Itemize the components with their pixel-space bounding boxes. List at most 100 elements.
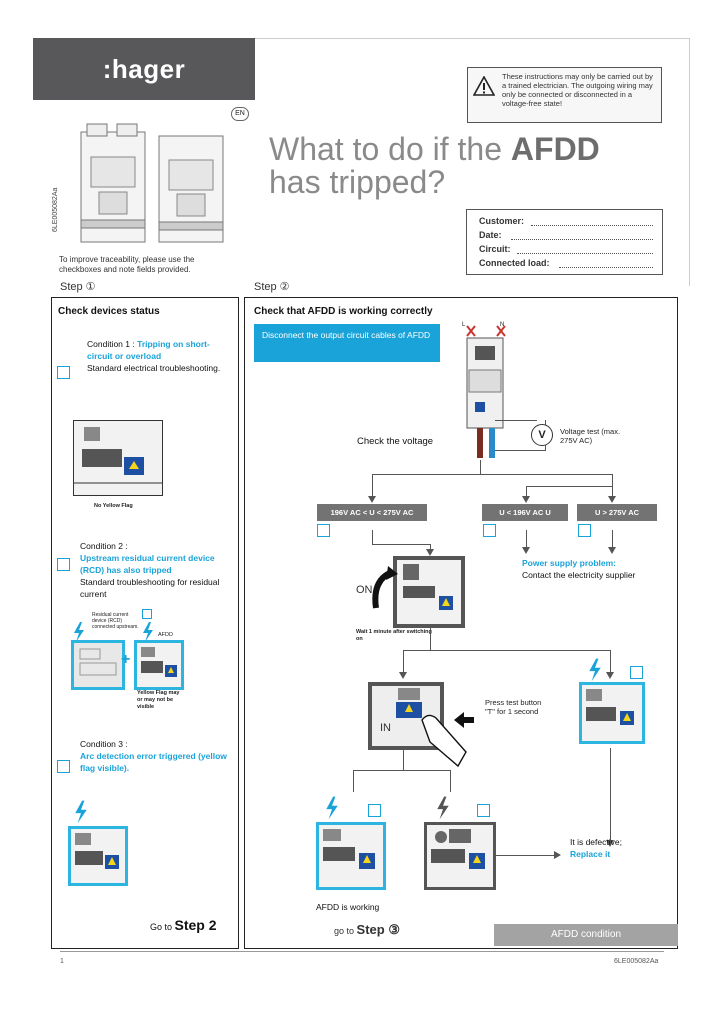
arrow-down — [522, 496, 530, 503]
traceability-note: To improve traceability, please use the … — [59, 255, 195, 274]
step1-label: Step ① — [60, 281, 96, 293]
flow-line — [450, 770, 451, 792]
step1-panel — [51, 297, 239, 949]
goto-step3[interactable]: go to Step ③ — [334, 922, 400, 937]
arrow-down — [606, 672, 614, 679]
press-test-note: Press test button "T" for 1 second — [485, 698, 542, 716]
flow-line — [372, 474, 373, 498]
defective-device-image — [424, 822, 496, 890]
tripped-again-checkbox[interactable] — [630, 666, 643, 679]
range-low-checkbox[interactable] — [483, 524, 496, 537]
rcd-caption: Residual current device (RCD) connected … — [92, 612, 139, 630]
step2-panel — [244, 297, 678, 949]
rcd-device-image — [71, 640, 125, 690]
afdd-device-image — [134, 640, 184, 690]
arrow-down — [608, 496, 616, 503]
cable-l-label: L — [462, 322, 466, 328]
lightning-icon — [73, 800, 89, 829]
voltmeter-wire — [495, 420, 537, 421]
voltmeter-wire — [495, 450, 546, 451]
customer-form: Customer: Date: Circuit: Connected load: — [466, 209, 663, 275]
working-checkbox[interactable] — [368, 804, 381, 817]
lightning-icon — [72, 622, 86, 647]
flow-line — [372, 474, 613, 475]
cable-n-label: N — [500, 322, 505, 328]
finger-press-icon — [418, 712, 478, 773]
step2-label: Step ② — [254, 281, 290, 293]
header-border-right — [689, 38, 690, 286]
on-label: ON — [356, 584, 373, 596]
working-note: AFDD is working — [316, 902, 380, 912]
yellow-flag-caption: Yellow Flag may or may not be visible — [137, 690, 180, 710]
condition1-text: Condition 1 : Tripping on short-circuit … — [87, 339, 221, 373]
flow-line — [612, 474, 613, 498]
flow-line — [353, 770, 354, 792]
flow-line — [430, 544, 431, 550]
date-field[interactable] — [511, 239, 653, 240]
flow-line — [612, 530, 613, 548]
flow-line — [430, 628, 431, 650]
step1-heading: Check devices status — [58, 306, 160, 317]
arrow-down — [399, 672, 407, 679]
in-label: IN — [380, 722, 391, 734]
plus-icon: + — [121, 651, 131, 668]
voltmeter-icon: V — [531, 424, 553, 446]
warning-text: These instructions may only be carried o… — [502, 72, 653, 108]
header-border-top — [255, 38, 690, 39]
language-badge: EN — [231, 107, 249, 121]
range-tag-normal: 196V AC < U < 275V AC — [317, 504, 427, 521]
defective-note: It is defective; Replace it — [570, 837, 622, 859]
circuit-label: Circuit: — [479, 244, 511, 254]
flow-line — [480, 460, 481, 474]
range-normal-checkbox[interactable] — [317, 524, 330, 537]
load-label: Connected load: — [479, 258, 550, 268]
no-flag-device-image — [73, 420, 163, 496]
product-image-1 — [77, 122, 149, 246]
afdd-caption: AFDD — [158, 632, 173, 638]
flow-line — [372, 530, 373, 544]
flow-line — [495, 855, 555, 856]
arrow-right — [554, 851, 561, 859]
lightning-icon — [587, 658, 603, 687]
tripped-device-image — [579, 682, 645, 744]
range-tag-low: U < 196V AC U — [482, 504, 568, 521]
footer-document-code: 6LE005082Aa — [614, 958, 659, 965]
document-code-vertical: 6LE005082Aa — [52, 187, 59, 232]
customer-field[interactable] — [531, 225, 653, 226]
goto-step2[interactable]: Go to Step 2 — [150, 917, 217, 933]
warning-icon — [473, 76, 495, 96]
flow-line — [610, 650, 611, 674]
condition2-checkbox[interactable] — [57, 558, 70, 571]
circuit-field[interactable] — [517, 253, 653, 254]
condition2-text: Condition 2 : Upstream residual current … — [80, 541, 220, 599]
arrow-down — [368, 496, 376, 503]
arrow-down — [426, 549, 434, 556]
defective-checkbox[interactable] — [477, 804, 490, 817]
flow-line — [610, 748, 611, 842]
brand-logo: :hager — [102, 53, 186, 84]
rcd-checkbox[interactable] — [142, 609, 152, 619]
press-arrow-icon — [454, 712, 474, 733]
date-label: Date: — [479, 230, 502, 240]
power-problem-note: Power supply problem: Contact the electr… — [522, 558, 636, 580]
page-title: What to do if the AFDD has tripped? — [269, 131, 600, 200]
page-number: 1 — [60, 958, 64, 965]
arrow-down — [522, 547, 530, 554]
switch-on-arrow-icon — [370, 566, 398, 615]
range-tag-high: U > 275V AC — [577, 504, 657, 521]
condition3-checkbox[interactable] — [57, 760, 70, 773]
condition1-checkbox[interactable] — [57, 366, 70, 379]
afdd-condition-bar: AFDD condition — [494, 924, 678, 946]
product-image-2 — [155, 132, 227, 246]
voltage-test-note: Voltage test (max. 275V AC) — [560, 427, 621, 445]
load-field[interactable] — [559, 267, 653, 268]
flow-line — [353, 770, 451, 771]
lightning-grey-icon — [435, 796, 451, 825]
condition3-text: Condition 3 : Arc detection error trigge… — [80, 739, 227, 773]
customer-label: Customer: — [479, 216, 525, 226]
flow-line — [403, 650, 611, 651]
flow-line — [526, 530, 527, 548]
switch-on-device-image — [393, 556, 465, 628]
brand-banner — [33, 38, 255, 100]
range-high-checkbox[interactable] — [578, 524, 591, 537]
